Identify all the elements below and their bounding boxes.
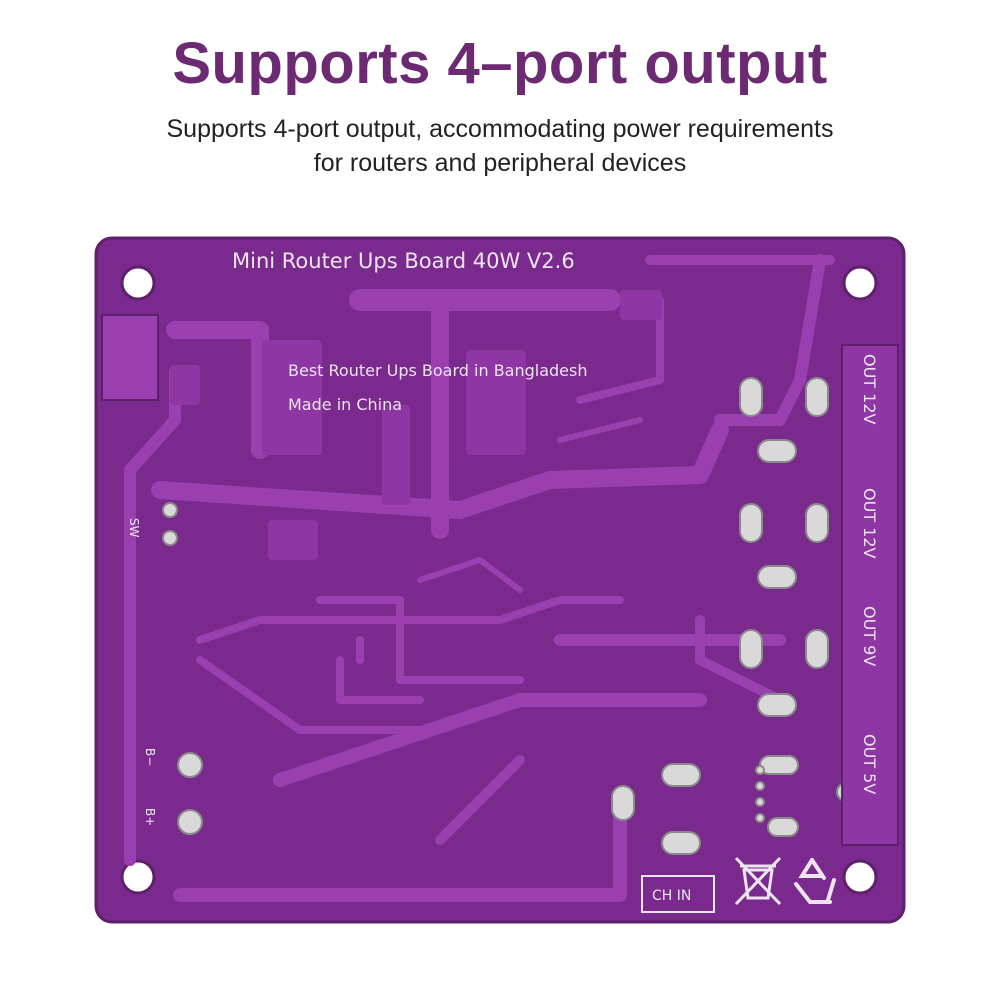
label-out-2: OUT 12V	[860, 488, 879, 559]
output-pads	[611, 377, 829, 855]
output-label-strip	[841, 344, 899, 846]
label-b-minus: B−	[143, 748, 157, 766]
label-out-3: OUT 9V	[860, 606, 879, 666]
headline: Supports 4–port output	[172, 31, 828, 96]
subtitle-line-2: for routers and peripheral devices	[313, 149, 687, 177]
label-out-4: OUT 5V	[860, 734, 879, 794]
copper-traces	[124, 254, 835, 902]
copper-pours	[170, 290, 662, 560]
silkscreen: Mini Router Ups Board 40W V2.6 Best Rout…	[127, 249, 879, 826]
label-sw: SW	[127, 518, 141, 538]
label-out-1: OUT 12V	[860, 354, 879, 425]
weee-crossed-bin-icon	[734, 856, 782, 906]
board-title: Mini Router Ups Board 40W V2.6	[232, 249, 575, 273]
recycle-icon	[794, 858, 836, 904]
mounting-holes	[120, 265, 878, 895]
ch-in-box	[641, 875, 715, 913]
label-ch-in: CH IN	[652, 888, 691, 904]
board-origin: Made in China	[288, 395, 402, 414]
subtitle-line-1: Supports 4-port output, accommodating po…	[166, 115, 834, 143]
board-slogan: Best Router Ups Board in Bangladesh	[288, 361, 588, 380]
label-b-plus: B+	[143, 808, 157, 826]
battery-pad	[101, 314, 159, 401]
